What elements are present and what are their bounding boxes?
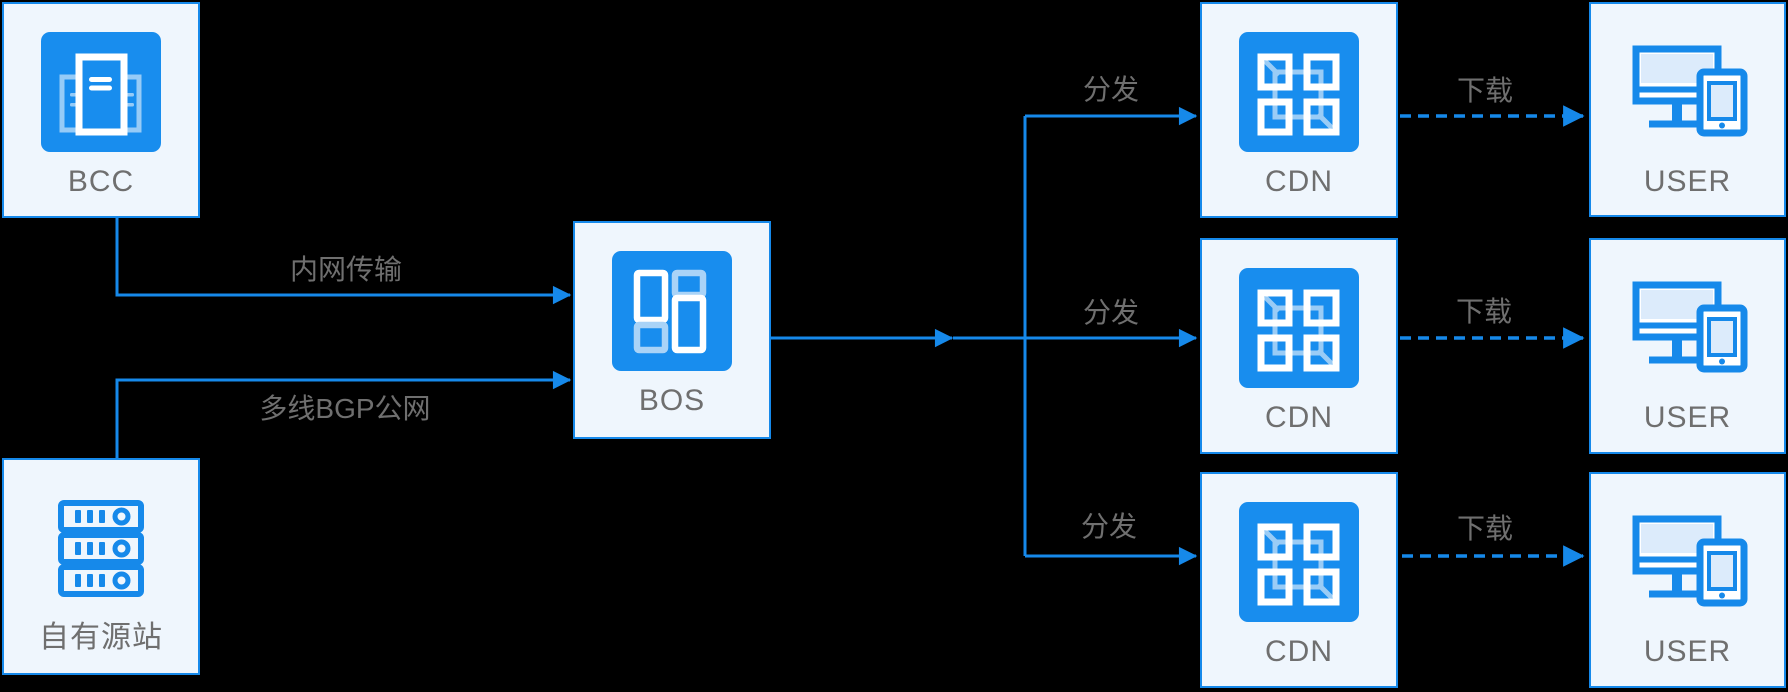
edge-label-download-top: 下载: [1456, 75, 1514, 106]
bcc-compute-icon: [41, 32, 161, 152]
devices-icon: [1632, 515, 1747, 607]
edge-label-download-middle: 下载: [1455, 296, 1513, 327]
cdn-node-icon: [1239, 502, 1359, 622]
node-label: CDN: [1265, 635, 1333, 668]
node-bcc: BCC: [2, 2, 200, 218]
node-user-bottom: USER: [1589, 472, 1786, 688]
node-user-middle: USER: [1589, 238, 1786, 454]
edge-label-distribute-bottom: 分发: [1080, 511, 1138, 542]
node-label: 自有源站: [39, 621, 163, 654]
object-storage-icon: [612, 251, 732, 371]
node-user-top: USER: [1589, 2, 1786, 217]
cdn-node-icon: [1239, 268, 1359, 388]
edge-origin-bos-line: [115, 370, 572, 458]
node-bos: BOS: [573, 221, 771, 439]
node-cdn-top: CDN: [1200, 2, 1398, 218]
node-label: BOS: [638, 384, 706, 417]
node-label: CDN: [1265, 401, 1333, 434]
node-label: BCC: [67, 165, 135, 198]
node-cdn-middle: CDN: [1200, 238, 1398, 454]
node-label: CDN: [1265, 165, 1333, 198]
edge-label-bgp-public-network: 多线BGP公网: [259, 393, 431, 424]
edge-label-distribute-middle: 分发: [1082, 297, 1140, 328]
node-origin: 自有源站: [2, 458, 200, 675]
cdn-node-icon: [1239, 32, 1359, 152]
node-label: USER: [1643, 401, 1732, 434]
node-label: USER: [1643, 635, 1732, 668]
edge-label-distribute-top: 分发: [1082, 74, 1140, 105]
devices-icon: [1632, 45, 1747, 137]
node-label: USER: [1643, 165, 1732, 198]
edge-label-download-bottom: 下载: [1456, 513, 1514, 544]
server-rack-icon: [58, 500, 144, 597]
node-cdn-bottom: CDN: [1200, 472, 1398, 688]
devices-icon: [1632, 281, 1747, 373]
edge-label-intranet-transfer: 内网传输: [289, 254, 403, 285]
edge-bcc-bos-line: [115, 218, 572, 305]
